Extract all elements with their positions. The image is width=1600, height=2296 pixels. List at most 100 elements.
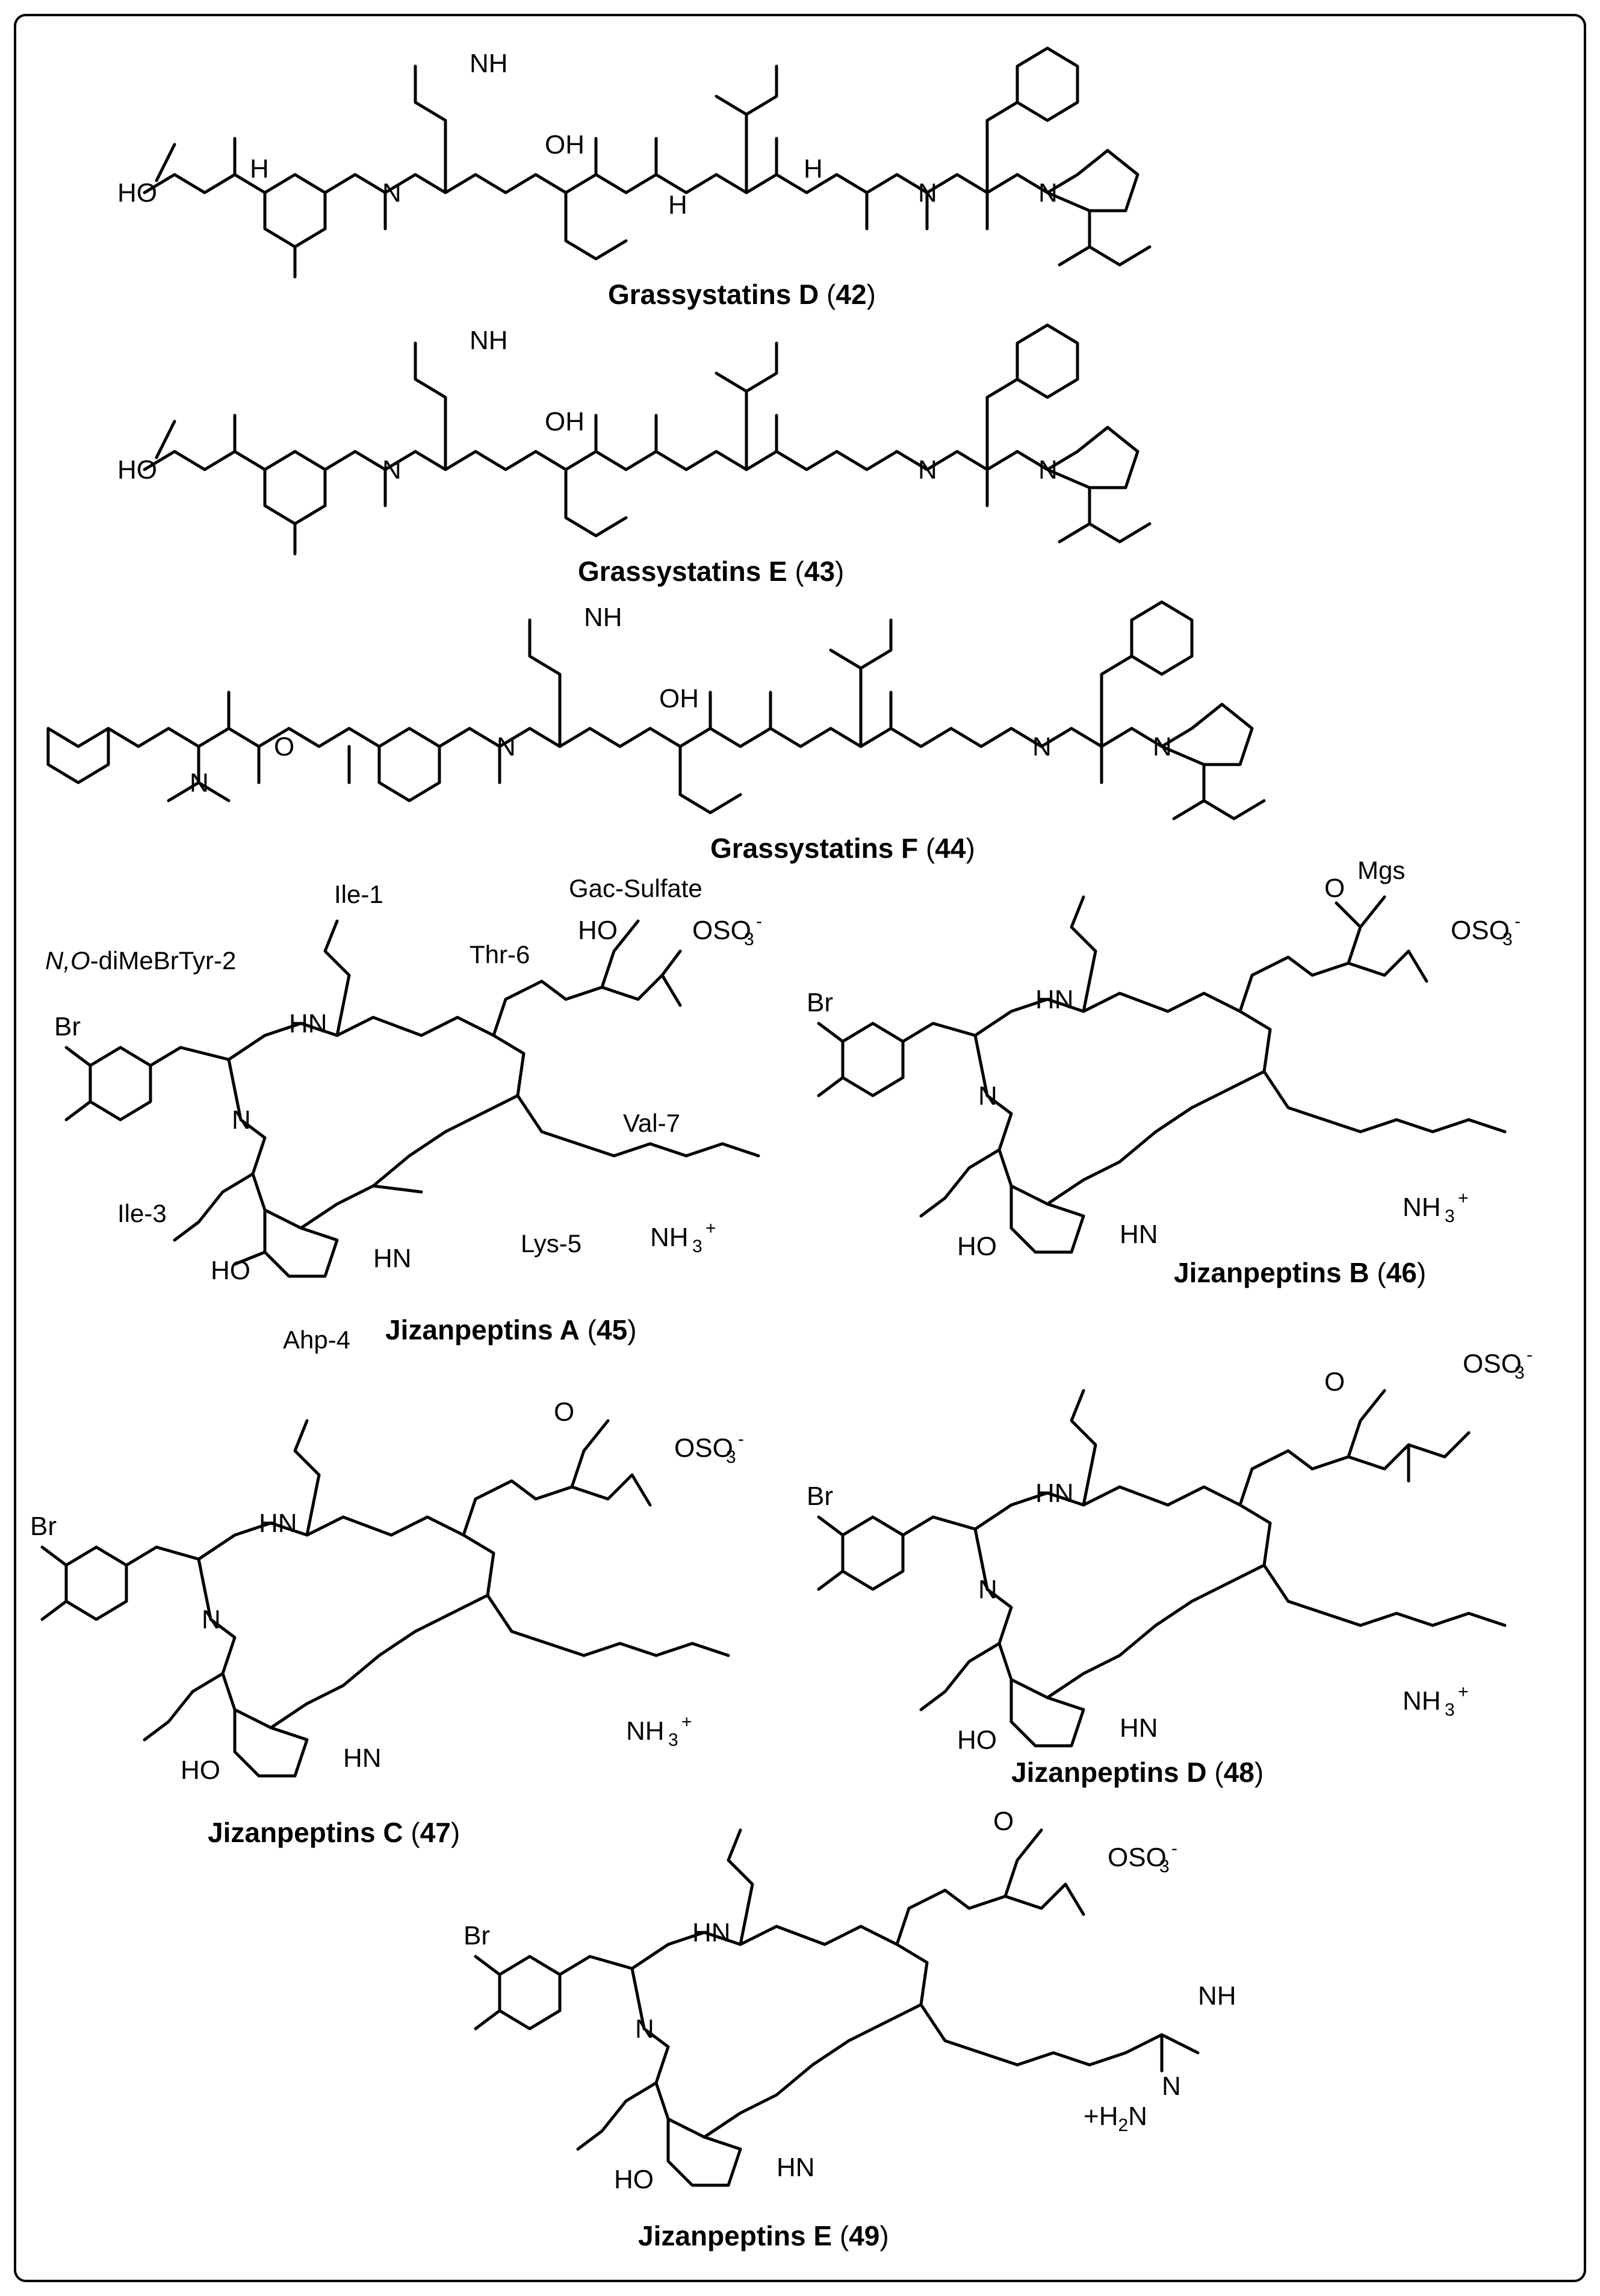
residue-label-gac-sulfate: Gac-Sulfate [569, 874, 702, 902]
caption-48: Jizanpeptins D (48) [1011, 1757, 1264, 1788]
atom-label: Br [464, 1921, 490, 1950]
atom-label: H [668, 190, 687, 220]
atom-label: O [1324, 873, 1345, 903]
atom-label: N [1038, 178, 1058, 208]
atom-label: 3 [744, 929, 754, 949]
structure-jizanpeptin-b: Br N HN O HO HN NH 3 + OSO 3 - Mgs Jizan… [807, 856, 1521, 1288]
residue-label-ahp4: Ahp-4 [283, 1326, 350, 1354]
atom-label: HN [373, 1244, 412, 1273]
atom-label: O [274, 732, 294, 762]
atom-label: O [554, 1397, 574, 1427]
atom-label: + [681, 1712, 692, 1732]
atom-label: OH [545, 407, 584, 436]
residue-label-mgs: Mgs [1357, 856, 1405, 884]
atom-label: 3 [668, 1730, 678, 1750]
atom-label: N [1162, 2071, 1181, 2101]
caption-43: Grassystatins E (43) [578, 556, 844, 587]
atom-label: N [382, 455, 402, 485]
atom-label: + [1458, 1188, 1469, 1208]
atom-label: N [190, 768, 209, 798]
atom-label: OSO [674, 1433, 733, 1463]
atom-label: 3 [1445, 1700, 1455, 1720]
atom-label: N [635, 2014, 654, 2044]
atom-label: OH [545, 130, 584, 160]
atom-label: OSO [1108, 1843, 1167, 1872]
atom-label: N [232, 1105, 251, 1135]
residue-label-thr6: Thr-6 [470, 940, 530, 969]
atom-label: +H2N [1084, 2102, 1147, 2135]
atom-label: 3 [1502, 929, 1513, 949]
atom-label: H [804, 154, 823, 184]
atom-label: HN [1035, 985, 1074, 1014]
caption-46: Jizanpeptins B (46) [1174, 1257, 1426, 1288]
atom-label: - [756, 911, 762, 931]
atom-label: OSO [1463, 1349, 1522, 1379]
caption-42: Grassystatins D (42) [608, 279, 876, 310]
atom-label: 3 [1159, 1857, 1170, 1876]
atom-label: 3 [692, 1236, 702, 1256]
atom-label: HO [181, 1755, 220, 1785]
atom-label: H [250, 154, 269, 184]
atom-label: - [1515, 911, 1521, 931]
atom-label: NH [470, 326, 508, 355]
structure-jizanpeptin-d: Br N HN O HO HN NH 3 + OSO 3 - Jizanpept… [807, 1345, 1533, 1788]
structure-grassystatin-d: HO H N NH OH H H N N Grassystatins D (42… [117, 46, 1152, 310]
atom-label: HN [692, 1918, 731, 1947]
structure-grassystatin-f: N O N NH OH N N Grassystatins F (44) [46, 600, 1266, 864]
atom-label: NH [1198, 1981, 1236, 2011]
atom-label: HO [614, 2165, 654, 2194]
atom-label: OH [659, 684, 699, 713]
residue-label-val7: Val-7 [623, 1109, 680, 1137]
atom-label: N [918, 178, 937, 208]
residue-label-lys5: Lys-5 [521, 1229, 581, 1258]
atom-label: N [978, 1081, 997, 1111]
atom-label: N [382, 178, 402, 208]
atom-label: - [1527, 1345, 1533, 1365]
residue-label-tyr2: N,O-diMeBrTyr-2 [45, 946, 236, 975]
atom-label: N [1153, 732, 1172, 762]
structure-grassystatin-e: HO N NH OH N N Grassystatins E (43) [117, 323, 1152, 587]
atom-label: N [1032, 732, 1052, 762]
atom-label: O [1324, 1367, 1345, 1397]
structure-jizanpeptin-c: Br N HN O HO HN NH 3 + OSO 3 - Jizanpept… [30, 1397, 744, 1848]
atom-label: HO [211, 1256, 250, 1285]
atom-label: + [1458, 1682, 1469, 1702]
atom-label: HN [343, 1743, 382, 1773]
atom-label: HN [777, 2153, 815, 2182]
atom-label: NH [1403, 1193, 1441, 1222]
atom-label: N [202, 1605, 221, 1634]
figure-frame [14, 14, 1586, 2282]
atom-label: Br [54, 1012, 81, 1041]
atom-label: HO [117, 178, 157, 208]
caption-45: Jizanpeptins A (45) [385, 1314, 637, 1345]
atom-label: HN [1035, 1478, 1074, 1508]
atom-label: 3 [726, 1447, 736, 1467]
atom-label: NH [584, 603, 622, 632]
atom-label: O [993, 1807, 1014, 1836]
atom-label: HN [1120, 1220, 1158, 1249]
atom-label: Br [807, 1482, 833, 1511]
caption-49: Jizanpeptins E (49) [638, 2220, 889, 2251]
atom-label: HO [578, 916, 618, 945]
atom-label: 3 [1445, 1206, 1455, 1226]
atom-label: N [918, 455, 937, 485]
atom-label: NH [470, 49, 508, 78]
atom-label: - [1171, 1838, 1177, 1858]
atom-label: OSO [1451, 916, 1510, 945]
atom-label: NH [650, 1223, 689, 1252]
atom-label: HN [289, 1009, 327, 1038]
atom-label: NH [1403, 1686, 1441, 1716]
atom-label: + [705, 1218, 716, 1238]
atom-label: N [497, 732, 516, 762]
residue-label-ile3: Ile-3 [117, 1199, 167, 1227]
atom-label: OSO [692, 916, 751, 945]
structure-jizanpeptin-e: Br N HN O HO HN NH N +H2N OSO 3 - Jizanp… [464, 1807, 1236, 2251]
caption-47: Jizanpeptins C (47) [208, 1817, 460, 1848]
atom-label: HO [957, 1725, 997, 1755]
caption-44: Grassystatins F (44) [710, 833, 975, 864]
atom-label: HN [1120, 1713, 1158, 1743]
atom-label: N [1038, 455, 1058, 485]
atom-label: Br [807, 988, 833, 1017]
atom-label: HO [957, 1232, 997, 1261]
